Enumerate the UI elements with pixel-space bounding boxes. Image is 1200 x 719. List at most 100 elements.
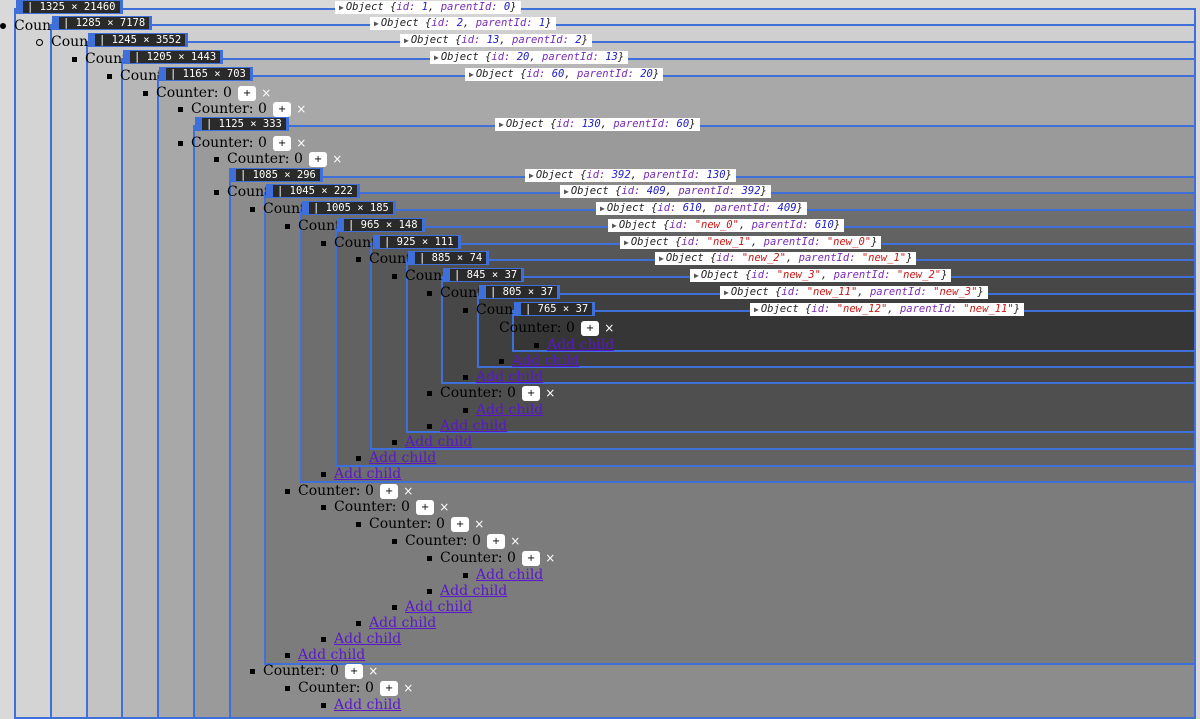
increment-button[interactable]: + [379,484,399,499]
remove-icon[interactable]: × [403,681,414,695]
add-child-link[interactable]: Add child [405,599,473,615]
add-child-link[interactable]: Add child [298,647,366,663]
add-child-link[interactable]: Add child [369,615,437,631]
increment-button[interactable]: + [379,681,399,696]
add-child-link[interactable]: Add child [512,353,580,369]
increment-button[interactable]: + [344,664,364,679]
add-child-link[interactable]: Add child [405,434,473,450]
counter-label-truncated: Count [334,235,377,251]
increment-button[interactable]: + [272,136,292,151]
object-inspector[interactable]: ▶Object {id: "new_0", parentId: 610} [608,219,845,232]
remove-icon[interactable]: × [545,386,556,400]
node-tag: | 1325 × 21460 [16,0,123,14]
increment-button[interactable]: + [450,517,470,532]
object-value-id: "new_12" [836,303,888,315]
object-close: } [510,1,517,13]
object-close: } [833,219,841,231]
object-inspector[interactable]: ▶Object {id: "new_12", parentId: "new_11… [750,303,1025,316]
expand-triangle-icon: ▶ [374,19,379,28]
list-item: Counter: 0+× [250,663,378,679]
object-comma: , [887,303,900,315]
remove-icon[interactable]: × [604,321,615,335]
object-value-id: 2 [456,17,464,29]
object-inspector[interactable]: ▶Object {id: "new_1", parentId: "new_0"} [620,236,882,249]
remove-icon[interactable]: × [545,551,556,565]
object-comma: , [600,118,614,130]
object-value-id: 13 [486,34,500,46]
object-inspector[interactable]: ▶Object {id: 13, parentId: 2} [400,34,592,47]
object-key-id: id: [491,51,517,63]
object-label: Object { [475,68,527,80]
bullet-circle-icon [36,38,43,46]
increment-button[interactable]: + [237,86,257,101]
increment-button[interactable]: + [486,534,506,549]
object-inspector[interactable]: ▶Object {id: 409, parentId: 392} [560,185,771,198]
remove-icon[interactable]: × [296,102,307,116]
remove-icon[interactable]: × [368,664,379,678]
remove-icon[interactable]: × [296,136,307,150]
add-child-item: Add child [499,353,579,369]
add-child-link[interactable]: Add child [440,583,508,599]
bullet-square-icon [463,374,468,380]
object-label: Object { [730,286,782,298]
bullet-square-icon [178,140,183,146]
add-child-item: Add child [321,631,401,647]
list-item: Count [285,218,341,234]
increment-button[interactable]: + [580,321,600,336]
tag-dimensions: | 1085 × 296 [236,169,320,181]
bullet-square-icon [321,471,326,477]
add-child-link[interactable]: Add child [476,402,544,418]
object-inspector[interactable]: ▶Object {id: "new_3", parentId: "new_2"} [690,269,952,282]
expand-triangle-icon: ▶ [754,305,759,314]
object-inspector[interactable]: ▶Object {id: 2, parentId: 1} [370,17,556,30]
increment-button[interactable]: + [415,500,435,515]
list-item: Count [392,268,448,284]
add-child-link[interactable]: Add child [476,567,544,583]
remove-icon[interactable]: × [510,534,521,548]
expand-triangle-icon: ▶ [434,53,439,62]
object-key-parent: parentId: [763,236,827,248]
object-inspector[interactable]: ▶Object {id: "new_11", parentId: "new_3"… [720,286,988,299]
object-inspector[interactable]: ▶Object {id: 60, parentId: 20} [465,68,664,81]
object-inspector[interactable]: ▶Object {id: 1, parentId: 0} [335,1,521,14]
object-inspector[interactable]: ▶Object {id: 130, parentId: 60} [495,118,700,131]
add-child-link[interactable]: Add child [440,418,508,434]
remove-icon[interactable]: × [474,517,485,531]
remove-icon[interactable]: × [332,152,343,166]
add-child-link[interactable]: Add child [334,631,402,647]
bullet-square-icon [321,240,326,246]
add-child-item: Add child [427,418,507,434]
list-item: Count [250,201,306,217]
counter-label: Counter: 0 [298,483,374,499]
object-label: Object { [570,185,622,197]
remove-icon[interactable]: × [439,500,450,514]
object-key-parent: parentId: [613,118,677,130]
increment-button[interactable]: + [521,386,541,401]
object-key-id: id: [657,202,683,214]
add-child-item: Add child [463,567,543,583]
object-comma: , [820,269,834,281]
counter-label: Counter: 0 [440,385,516,401]
increment-button[interactable]: + [272,102,292,117]
list-item: Counter: 0+× [285,680,413,696]
object-inspector[interactable]: ▶Object {id: "new_2", parentId: "new_1"} [655,252,917,265]
counter-label-truncated: Count [51,34,94,50]
object-inspector[interactable]: ▶Object {id: 610, parentId: 409} [596,202,807,215]
object-label: Object { [505,118,557,130]
object-value-id: 409 [646,185,666,197]
add-child-link[interactable]: Add child [476,369,544,385]
add-child-link[interactable]: Add child [334,466,402,482]
remove-icon[interactable]: × [403,484,414,498]
increment-button[interactable]: + [308,152,328,167]
object-value-id: "new_11" [806,286,858,298]
object-inspector[interactable]: ▶Object {id: 20, parentId: 13} [430,51,629,64]
add-child-link[interactable]: Add child [334,697,402,713]
remove-icon[interactable]: × [261,86,272,100]
list-item: Count [321,235,377,251]
object-inspector[interactable]: ▶Object {id: 392, parentId: 130} [525,169,736,182]
increment-button[interactable]: + [521,551,541,566]
object-value-id: "new_0" [694,219,739,231]
bullet-square-icon [392,604,397,610]
add-child-link[interactable]: Add child [369,450,437,466]
add-child-link[interactable]: Add child [547,337,615,353]
